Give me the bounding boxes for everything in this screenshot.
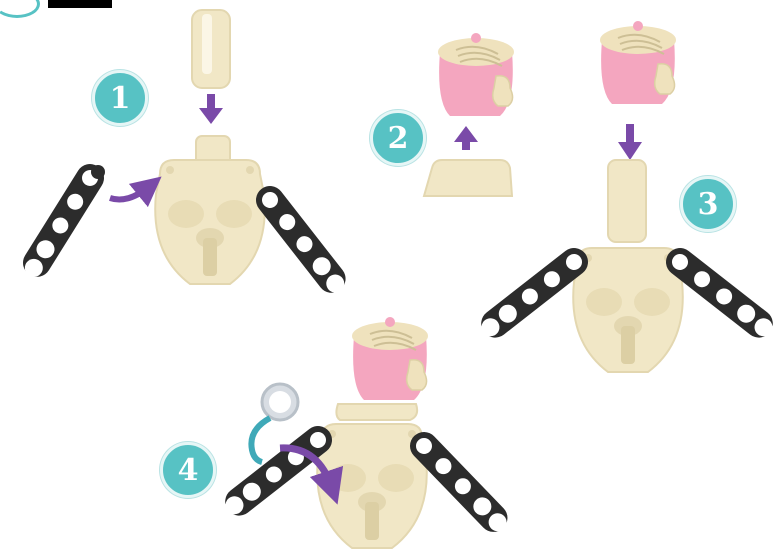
corner-tab [48,0,112,8]
step1-right-strap [250,180,352,300]
step-3-badge: 3 [680,176,736,232]
step3-group [474,20,780,373]
step-4-badge: 4 [160,442,216,498]
step2-up-arrow-icon [454,126,478,142]
step3-down-arrow-icon [618,142,642,160]
step1-curved-arrow-icon [109,176,162,208]
step4-group [218,316,514,549]
step-1-badge: 1 [92,70,148,126]
step1-group [17,9,352,300]
step-2-badge: 2 [370,110,426,166]
step4-curved-arrow-icon [279,444,344,505]
step2-group [422,32,515,197]
